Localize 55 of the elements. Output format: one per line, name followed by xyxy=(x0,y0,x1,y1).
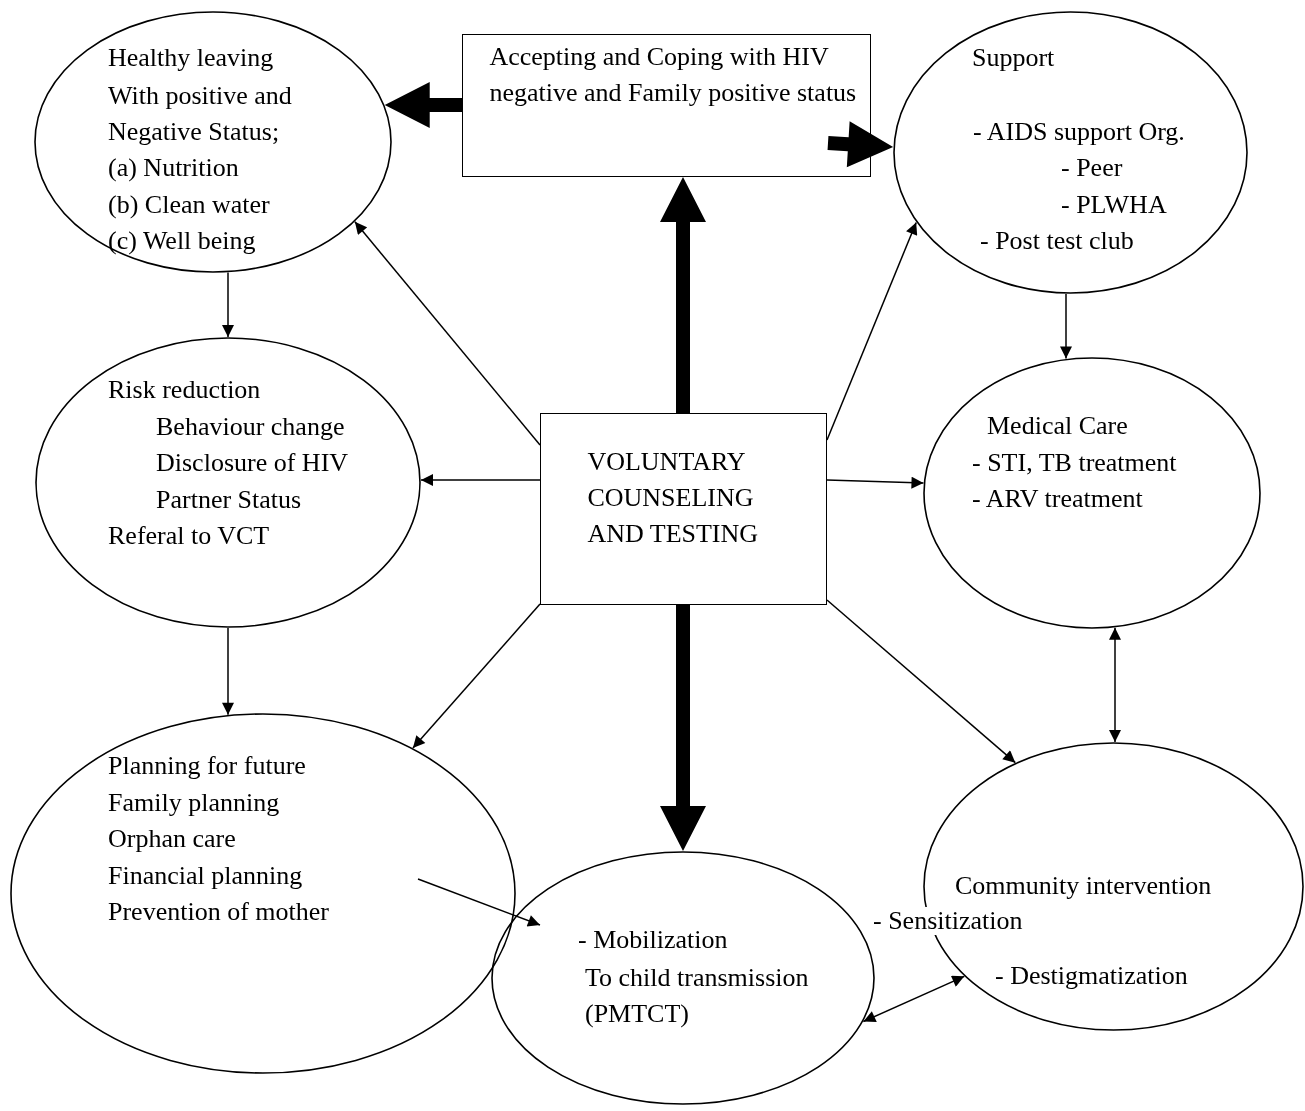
arrow xyxy=(412,603,541,749)
node-text: With positive and xyxy=(108,80,292,112)
ellipse-node xyxy=(34,11,392,273)
process-box xyxy=(540,413,827,605)
block-arrow xyxy=(660,605,706,851)
node-text: Financial planning xyxy=(108,860,303,892)
node-text: - ARV treatment xyxy=(972,483,1143,515)
node-text: - AIDS support Org. xyxy=(973,116,1185,148)
arrow xyxy=(862,975,966,1023)
node-text: (a) Nutrition xyxy=(108,152,239,184)
node-text: (b) Clean water xyxy=(108,189,270,221)
node-text: VOLUNTARY COUNSELING AND TESTING xyxy=(587,446,760,551)
node-text: - Peer xyxy=(1061,152,1123,184)
node-text: - STI, TB treatment xyxy=(972,447,1177,479)
node-text: Referal to VCT xyxy=(108,520,270,552)
ellipse-node xyxy=(10,713,516,1074)
node-text: Community intervention xyxy=(955,870,1212,902)
block-arrow xyxy=(827,121,894,168)
node-text: Partner Status xyxy=(156,484,302,516)
node-text: Risk reduction xyxy=(108,374,261,406)
process-box xyxy=(462,34,871,177)
node-text: Accepting and Coping with HIV negative and Family positive status xyxy=(489,41,858,110)
node-text: Orphan care xyxy=(108,823,236,855)
block-arrow xyxy=(384,82,462,128)
node-text: Planning for future xyxy=(108,750,306,782)
ellipse-node xyxy=(923,357,1261,629)
node-text: - Post test club xyxy=(980,225,1134,257)
ellipse-node xyxy=(491,851,875,1105)
arrow xyxy=(1109,627,1121,743)
arrow xyxy=(826,599,1017,764)
node-text: Family planning xyxy=(108,787,280,819)
node-text: Negative Status; xyxy=(108,116,280,148)
node-text: - Mobilization xyxy=(578,924,728,956)
arrow xyxy=(417,878,541,927)
ellipse-node xyxy=(893,11,1248,294)
node-text: Prevention of mother xyxy=(108,896,329,928)
node-text: (c) Well being xyxy=(108,225,256,257)
node-text: Disclosure of HIV xyxy=(156,447,349,479)
arrow xyxy=(1060,293,1072,360)
node-text: Support xyxy=(972,42,1055,74)
node-text: Healthy leaving xyxy=(108,42,274,74)
node-text: Medical Care xyxy=(987,410,1128,442)
arrow xyxy=(354,221,541,446)
node-text: Behaviour change xyxy=(156,411,345,443)
node-text: To child transmission (PMTCT) xyxy=(585,962,810,1030)
node-text: - Destigmatization xyxy=(995,960,1188,992)
block-arrow xyxy=(660,177,706,413)
node-text: - PLWHA xyxy=(1061,189,1167,221)
arrow xyxy=(826,221,918,441)
ellipse-node xyxy=(35,337,421,628)
arrow xyxy=(222,271,234,338)
arrow xyxy=(826,476,925,489)
arrow xyxy=(420,474,541,486)
node-text: - Sensitization xyxy=(873,907,1023,935)
arrow xyxy=(222,627,234,716)
